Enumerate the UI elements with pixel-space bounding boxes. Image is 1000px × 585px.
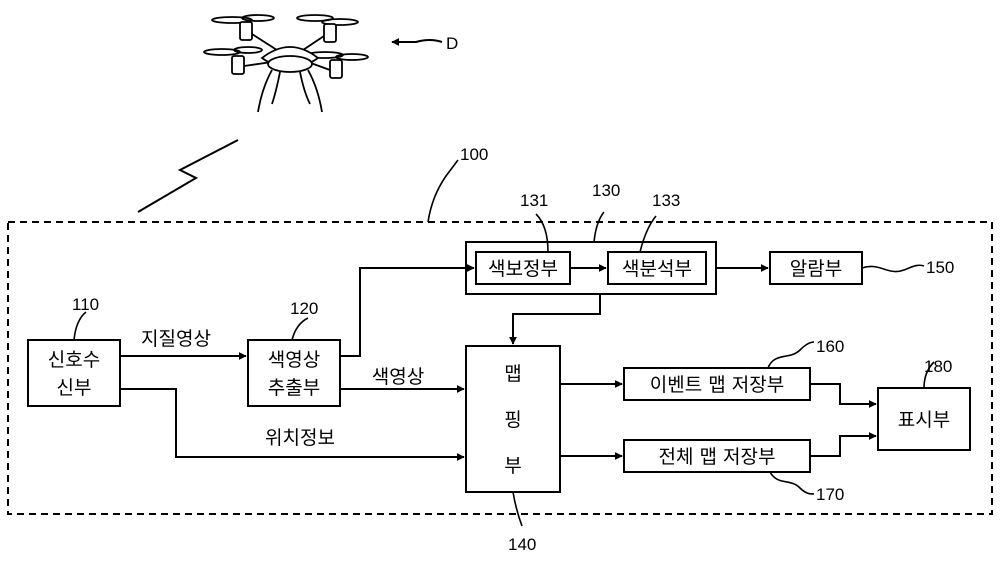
wire-event-store-to-display: [810, 384, 876, 404]
mapping-line2: 핑: [504, 409, 521, 431]
event-map-store-label: 이벤트 맵 저장부: [650, 374, 784, 396]
color-extractor-line1: 색영상: [268, 349, 320, 371]
drone-icon: [204, 15, 368, 112]
display-ref: 180: [924, 357, 952, 376]
signal-receiver-line2: 신부: [57, 377, 92, 399]
full-map-store-label: 전체 맵 저장부: [659, 446, 776, 468]
display-label: 표시부: [898, 409, 950, 431]
drone-label: D: [446, 34, 458, 53]
color-extractor-line2: 추출부: [268, 377, 320, 399]
color-analysis-ref: 133: [652, 191, 680, 210]
position-info-label: 위치정보: [265, 427, 335, 449]
system-ref: 100: [460, 145, 488, 164]
full-map-store-ref: 170: [816, 485, 844, 504]
alarm-label: 알람부: [790, 258, 842, 280]
wireless-signal-icon: [138, 140, 238, 212]
geology-image-label: 지질영상: [141, 328, 211, 350]
signal-receiver-ref: 110: [72, 295, 99, 314]
signal-receiver-line1: 신호수: [48, 349, 100, 371]
wire-extractor-to-correction: [340, 268, 474, 356]
color-analysis-label: 색분석부: [622, 258, 692, 280]
mapping-ref: 140: [508, 535, 536, 554]
color-extractor-ref: 120: [290, 299, 318, 318]
mapping-line3: 부: [504, 455, 521, 477]
mapping-line1: 맵: [504, 363, 521, 385]
alarm-ref: 150: [926, 258, 954, 277]
color-correction-ref: 131: [520, 191, 548, 210]
wire-full-store-to-display: [810, 436, 876, 456]
wire-group-to-mapping: [513, 294, 600, 344]
event-map-store-ref: 160: [816, 337, 844, 356]
color-group-ref: 130: [592, 181, 620, 200]
color-correction-label: 색보정부: [488, 258, 558, 280]
color-image-label: 색영상: [372, 366, 424, 388]
